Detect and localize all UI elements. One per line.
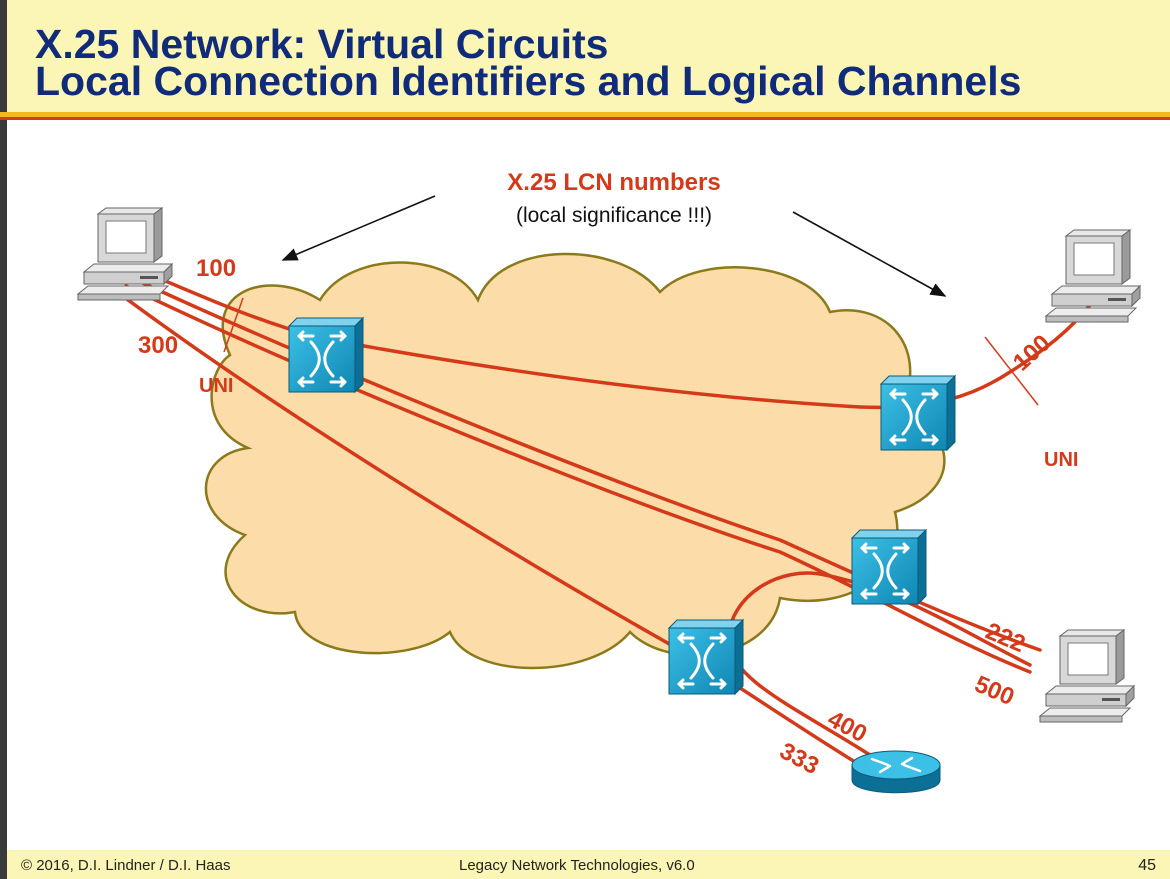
slide-title: X.25 Network: Virtual Circuits Local Con… <box>35 21 1022 104</box>
switch-icon-right <box>879 374 957 452</box>
header-rule-yellow <box>0 112 1170 117</box>
callout-note: (local significance !!!) <box>516 204 712 227</box>
switch-icon-left <box>287 316 365 394</box>
slide-footer: © 2016, D.I. Lindner / D.I. Haas Legacy … <box>0 850 1170 879</box>
slide-header: X.25 Network: Virtual Circuits Local Con… <box>0 0 1170 112</box>
circuit-400-500 <box>726 571 1032 757</box>
pc-icon-right <box>1045 229 1141 323</box>
uni-label-right: UNI <box>1044 449 1078 471</box>
network-cloud <box>204 252 946 670</box>
pc-icon-top-left <box>77 207 173 301</box>
switch-icon-bottom <box>667 618 745 696</box>
title-line-1: X.25 Network: Virtual Circuits <box>35 21 609 67</box>
circuit-300-500 <box>124 284 1032 674</box>
lcn-label-top-left: 100 <box>196 255 236 282</box>
uni-mark-right <box>984 336 1039 406</box>
switch-icon-middle <box>850 528 928 606</box>
title-line-2: Local Connection Identifiers and Logical… <box>35 58 1022 104</box>
uni-marks <box>223 297 1039 406</box>
circuit-300-222 <box>130 276 1042 652</box>
uni-mark-left <box>223 297 244 353</box>
uni-label-left: UNI <box>199 375 233 397</box>
lcn-label-500: 500 <box>971 671 1018 712</box>
pc-icon-bottom-right <box>1039 629 1135 723</box>
header-rule-red <box>0 117 1170 120</box>
footer-copyright: © 2016, D.I. Lindner / D.I. Haas <box>21 857 231 874</box>
lcn-label-left: 300 <box>138 332 178 359</box>
arrow-right <box>792 211 947 297</box>
page-number: 45 <box>1138 857 1156 874</box>
arrow-left <box>281 195 436 261</box>
circuit-300-333 <box>118 292 862 767</box>
lcn-label-222: 222 <box>982 618 1029 659</box>
lcn-label-333: 333 <box>775 737 823 780</box>
footer-course: Legacy Network Technologies, v6.0 <box>459 857 695 874</box>
left-border <box>0 120 7 850</box>
router-icon <box>851 750 941 794</box>
callout-arrows <box>281 195 947 297</box>
lcn-label-400: 400 <box>823 705 871 748</box>
callout-title: X.25 LCN numbers <box>507 169 720 196</box>
